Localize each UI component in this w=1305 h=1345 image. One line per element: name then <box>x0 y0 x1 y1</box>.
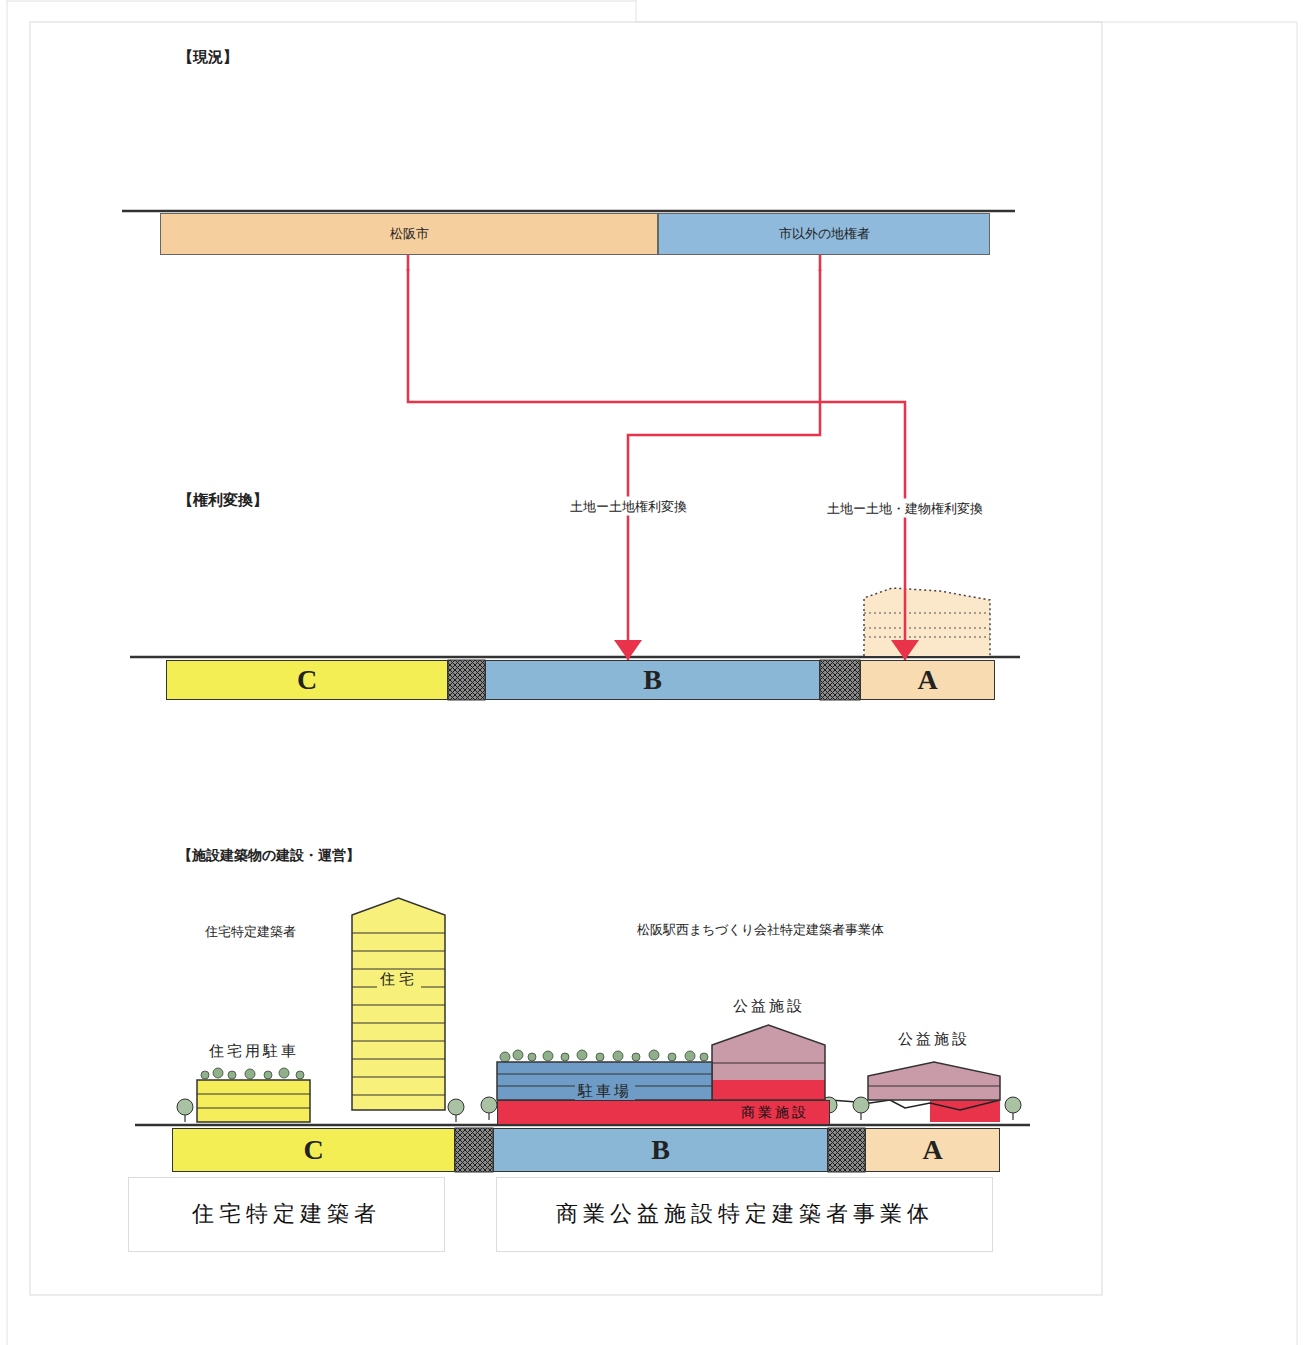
tree <box>481 1097 497 1120</box>
page-edge <box>636 0 637 22</box>
floor-line <box>352 951 445 952</box>
facility-label: 公益施設 <box>733 997 805 1015</box>
building-fill <box>197 1080 310 1122</box>
owner-band: 市以外の地権者 <box>658 213 990 255</box>
commercial-band: 商業施設 <box>497 1100 830 1125</box>
building-outline <box>197 1080 310 1122</box>
floor-line <box>197 1094 310 1095</box>
builder-label: 松阪駅西まちづくり会社特定建築者事業体 <box>637 922 884 937</box>
road-hatch <box>828 1128 865 1172</box>
tree <box>1005 1097 1021 1120</box>
label-slot: 住宅特定建築者 <box>205 921 296 940</box>
sheet-frame <box>30 22 1102 1295</box>
building-outline <box>352 898 445 1110</box>
land-parcel: B <box>493 1128 828 1172</box>
box-label: A <box>922 1133 942 1167</box>
planned-building-outline <box>864 588 990 656</box>
building-fill <box>712 1025 825 1100</box>
section-heading: 【施設建築物の建設・運営】 <box>178 847 360 863</box>
floor-line <box>352 1059 445 1060</box>
box-label: 商業施設 <box>741 1104 809 1121</box>
housing-parking-outline <box>197 1080 310 1122</box>
building-outline <box>712 1025 825 1100</box>
section-heading: 【権利変換】 <box>178 491 268 509</box>
edge-label: 土地ー土地・建物権利変換 <box>823 499 987 518</box>
conversion-arrow <box>628 255 820 660</box>
conversion-arrow <box>408 255 905 660</box>
facility-label: 住宅 <box>377 970 421 988</box>
floor-line <box>352 1077 445 1078</box>
floor-line <box>352 1041 445 1042</box>
parking-block: 駐車場 <box>497 1062 712 1100</box>
label-slot: 【権利変換】 <box>178 490 268 509</box>
road-hatch <box>820 660 860 700</box>
public-facility: 公益施設 <box>868 1062 1000 1100</box>
housing-parking: 住宅用駐車 <box>197 1080 310 1122</box>
road-hatch <box>455 1128 493 1172</box>
ground-line <box>130 656 1020 659</box>
housing-tower-outline <box>352 898 445 1110</box>
edge-label-slot: 土地ー土地・建物権利変換 <box>823 498 987 517</box>
box-label: B <box>643 663 662 697</box>
floor-line <box>497 1074 712 1075</box>
commercial-floor <box>712 1080 825 1100</box>
floor-line <box>197 1108 310 1109</box>
facility-label: 駐車場 <box>575 1082 635 1100</box>
box-label: C <box>297 663 317 697</box>
building-outline <box>497 1062 712 1100</box>
public-facility: 公益施設 <box>712 1025 825 1100</box>
land-parcel: C <box>166 660 448 700</box>
builder-label: 住宅特定建築者 <box>205 924 296 939</box>
label-slot: 【施設建築物の建設・運営】 <box>178 845 360 864</box>
tree <box>853 1097 869 1120</box>
building-fill <box>352 898 445 1110</box>
edge-label-slot: 土地ー土地権利変換 <box>566 496 691 515</box>
building-outline <box>868 1062 1000 1100</box>
builder-box: 住宅特定建築者 <box>128 1177 445 1252</box>
planned-floor-lines <box>864 613 990 637</box>
public-facility-outline <box>712 1025 825 1100</box>
land-parcel: B <box>485 660 820 700</box>
floor-line <box>352 1023 445 1024</box>
owner-band: 松阪市 <box>160 213 658 255</box>
builder-box: 商業公益施設特定建築者事業体 <box>496 1177 993 1252</box>
floor-line <box>352 1095 445 1096</box>
page-edge <box>7 1 636 2</box>
section-heading: 【現況】 <box>178 48 238 66</box>
label-slot: 松阪駅西まちづくり会社特定建築者事業体 <box>637 919 884 938</box>
box-label: A <box>917 663 937 697</box>
box-label: B <box>651 1133 670 1167</box>
tree <box>177 1099 193 1122</box>
box-label: 商業公益施設特定建築者事業体 <box>556 1201 934 1227</box>
road-hatch <box>448 660 485 700</box>
facility-label: 住宅用駐車 <box>209 1042 299 1060</box>
land-parcel: C <box>172 1128 455 1172</box>
box-label: 市以外の地権者 <box>779 226 870 242</box>
page-edge <box>1297 22 1298 1345</box>
tree <box>448 1099 464 1122</box>
box-label: C <box>303 1133 323 1167</box>
building-fill <box>497 1062 712 1100</box>
housing-tower: 住宅 <box>352 898 445 1110</box>
floor-line <box>712 1063 825 1064</box>
floor-line <box>868 1086 1000 1087</box>
building-fill <box>868 1062 1000 1100</box>
floor-line <box>352 933 445 934</box>
box-label: 松阪市 <box>390 226 429 242</box>
box-label: 住宅特定建築者 <box>192 1201 381 1227</box>
land-parcel: A <box>865 1128 1000 1172</box>
public-facility-outline <box>868 1062 1000 1100</box>
edge-label: 土地ー土地権利変換 <box>566 497 691 516</box>
facility-label: 公益施設 <box>898 1030 970 1048</box>
label-slot: 【現況】 <box>178 47 238 66</box>
page-edge <box>7 0 8 1345</box>
floor-line <box>352 1005 445 1006</box>
ground-line <box>122 210 1015 213</box>
land-parcel: A <box>860 660 995 700</box>
